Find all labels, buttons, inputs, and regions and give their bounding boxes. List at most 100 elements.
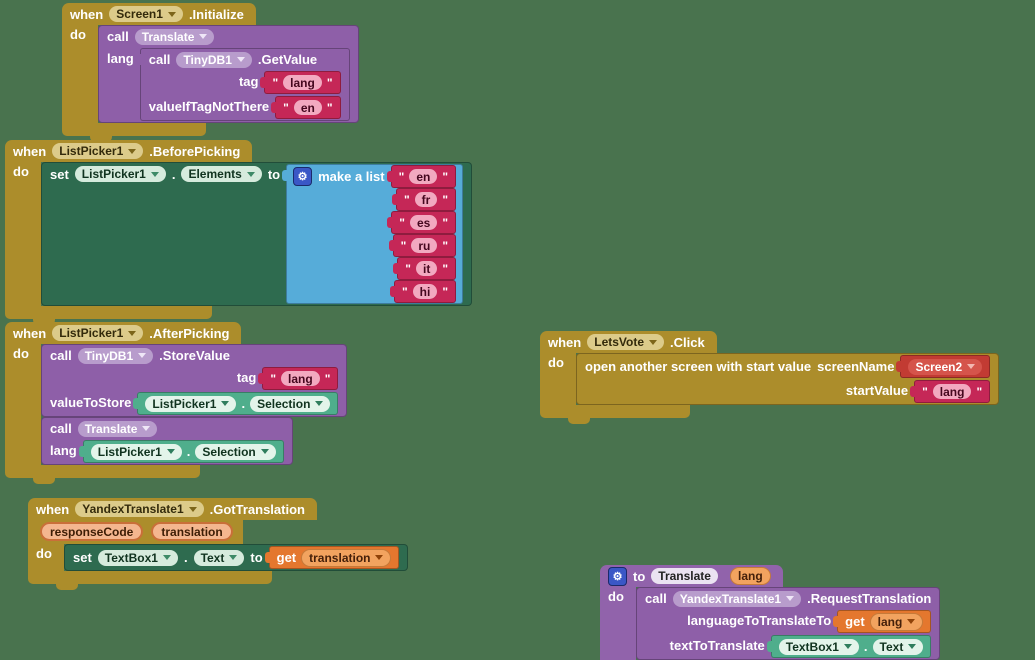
string-value[interactable]: en <box>293 100 322 115</box>
string-block-es[interactable]: " es " <box>387 211 457 234</box>
string-value[interactable]: lang <box>932 384 972 399</box>
procedure-dropdown-translate[interactable]: Translate <box>77 420 158 437</box>
property-dropdown-elements[interactable]: Elements <box>181 166 262 182</box>
param-chip-translation[interactable]: translation <box>151 522 233 541</box>
call-keyword: call <box>645 591 667 606</box>
property-dropdown-selection[interactable]: Selection <box>195 443 276 460</box>
component-dropdown-tinydb1[interactable]: TinyDB1 <box>77 347 154 364</box>
listpicker-selection-getter-block[interactable]: ListPicker1 . Selection <box>78 440 284 463</box>
string-value[interactable]: it <box>415 261 438 276</box>
quote-mark: " <box>976 384 983 399</box>
string-value[interactable]: lang <box>283 75 322 90</box>
component-dropdown-letsvote[interactable]: LetsVote <box>587 334 665 350</box>
when-yandextranslate-gottranslation-block[interactable]: when YandexTranslate1 .GotTranslation re… <box>28 498 409 590</box>
call-translate-block[interactable]: call Translate lang call TinyDB1 <box>98 25 359 123</box>
call-translate-block[interactable]: call Translate lang ListPicker1 <box>41 417 293 465</box>
component-dropdown-yandextranslate1[interactable]: YandexTranslate1 <box>75 501 204 517</box>
dropdown-arrow-icon <box>162 555 171 560</box>
get-translation-block[interactable]: get translation <box>264 546 400 569</box>
component-dropdown-yandextranslate1[interactable]: YandexTranslate1 <box>672 590 802 607</box>
param-chip-responsecode[interactable]: responseCode <box>40 522 144 541</box>
string-block-hi[interactable]: " hi " <box>389 280 457 303</box>
param-chip-lang[interactable]: lang <box>729 567 771 585</box>
when-letsvote-click-block[interactable]: when LetsVote .Click do open another scr… <box>540 331 1000 424</box>
procedure-dropdown-translate[interactable]: Translate <box>134 28 215 45</box>
component-dropdown-tinydb1[interactable]: TinyDB1 <box>176 51 252 68</box>
string-value[interactable]: en <box>409 169 438 184</box>
string-value[interactable]: es <box>409 215 438 230</box>
procedure-translate-block[interactable]: to Translate lang do call YandexTranslat… <box>600 565 941 660</box>
quote-mark: " <box>283 100 289 115</box>
quote-mark: " <box>326 75 333 90</box>
set-textbox-text-block[interactable]: set TextBox1 . Text to get translati <box>64 544 409 571</box>
component-dropdown-listpicker1[interactable]: ListPicker1 <box>74 166 166 182</box>
when-keyword: when <box>70 6 104 22</box>
component-dropdown-textbox1[interactable]: TextBox1 <box>778 638 859 655</box>
component-dropdown-listpicker1[interactable]: ListPicker1 <box>52 143 144 159</box>
textbox-text-getter-block[interactable]: TextBox1 . Text <box>766 635 932 658</box>
screen-name-block[interactable]: Screen2 <box>896 355 991 378</box>
quote-mark: " <box>442 238 449 253</box>
component-dropdown-screen1[interactable]: Screen1 <box>109 6 183 22</box>
gear-icon[interactable] <box>293 167 313 186</box>
call-tinydb-getvalue-block[interactable]: call TinyDB1 .GetValue tag " lang <box>135 48 350 121</box>
when-listpicker1-beforepicking-block[interactable]: when ListPicker1 .BeforePicking do set L… <box>5 140 473 325</box>
string-value[interactable]: fr <box>414 192 438 207</box>
do-keyword: do <box>13 164 29 179</box>
variable-dropdown-translation[interactable]: translation <box>301 548 392 567</box>
property-dropdown-text[interactable]: Text <box>872 638 924 655</box>
do-keyword: do <box>70 27 86 42</box>
listpicker-selection-getter-block[interactable]: ListPicker1 . Selection <box>133 392 339 415</box>
component-dropdown-listpicker1[interactable]: ListPicker1 <box>90 443 182 460</box>
component-dropdown-textbox1[interactable]: TextBox1 <box>97 549 178 566</box>
event-header[interactable]: when ListPicker1 .BeforePicking <box>5 140 253 162</box>
quote-mark: " <box>442 192 449 207</box>
event-header[interactable]: when ListPicker1 .AfterPicking <box>5 322 242 344</box>
variable-dropdown-lang[interactable]: lang <box>869 612 924 631</box>
procedure-name-field[interactable]: Translate <box>651 568 718 584</box>
open-another-screen-block[interactable]: open another screen with start value scr… <box>576 353 1000 405</box>
component-dropdown-listpicker1[interactable]: ListPicker1 <box>145 395 237 412</box>
property-dropdown-selection[interactable]: Selection <box>250 395 331 412</box>
call-requesttranslation-block[interactable]: call YandexTranslate1 .RequestTranslatio… <box>636 587 941 660</box>
quote-mark: " <box>405 261 411 276</box>
property-name: Text <box>200 550 225 565</box>
string-block-lang[interactable]: " lang " <box>258 367 339 390</box>
string-block-en[interactable]: " en " <box>386 165 457 188</box>
component-dropdown-listpicker1[interactable]: ListPicker1 <box>52 325 144 341</box>
event-footer <box>28 571 272 590</box>
get-lang-block[interactable]: get lang <box>833 610 932 633</box>
open-screen-label: open another screen with start value <box>585 359 812 374</box>
dropdown-arrow-icon <box>907 619 916 624</box>
procedure-header[interactable]: to Translate lang <box>600 565 783 587</box>
when-listpicker1-afterpicking-block[interactable]: when ListPicker1 .AfterPicking do call T… <box>5 322 348 484</box>
quote-mark: " <box>272 75 279 90</box>
string-block-ru[interactable]: " ru " <box>388 234 457 257</box>
string-value[interactable]: ru <box>411 238 438 253</box>
do-slot: do <box>5 162 41 306</box>
string-block-it[interactable]: " it " <box>393 257 457 280</box>
string-value[interactable]: hi <box>412 284 438 299</box>
make-a-list-block[interactable]: make a list " en " " fr " <box>282 164 464 304</box>
screen-dropdown-screen2[interactable]: Screen2 <box>908 358 983 375</box>
event-header[interactable]: when Screen1 .Initialize <box>62 3 256 25</box>
string-block-en[interactable]: " en " <box>271 96 341 119</box>
event-name: .BeforePicking <box>149 143 241 159</box>
component-name: TinyDB1 <box>183 52 232 67</box>
call-tinydb-storevalue-block[interactable]: call TinyDB1 .StoreValue tag " lang " <box>41 344 348 417</box>
arg-label-lang: lang <box>107 51 134 66</box>
event-header[interactable]: when LetsVote .Click <box>540 331 717 353</box>
property-dropdown-text[interactable]: Text <box>193 549 245 566</box>
set-listpicker-elements-block[interactable]: set ListPicker1 . Elements to mak <box>41 162 473 306</box>
arg-label-default: valueIfTagNotThere <box>148 99 270 114</box>
string-block-lang[interactable]: " lang " <box>260 71 341 94</box>
string-value[interactable]: lang <box>281 371 320 386</box>
dropdown-arrow-icon <box>142 426 151 431</box>
gear-icon[interactable] <box>608 566 627 586</box>
event-header[interactable]: when YandexTranslate1 .GotTranslation <box>28 498 317 520</box>
string-block-fr[interactable]: " fr " <box>391 188 457 211</box>
string-block-lang[interactable]: " lang " <box>910 380 991 403</box>
when-screen1-initialize-block[interactable]: when Screen1 .Initialize do call Transla… <box>62 3 359 142</box>
property-name: Elements <box>188 167 242 181</box>
